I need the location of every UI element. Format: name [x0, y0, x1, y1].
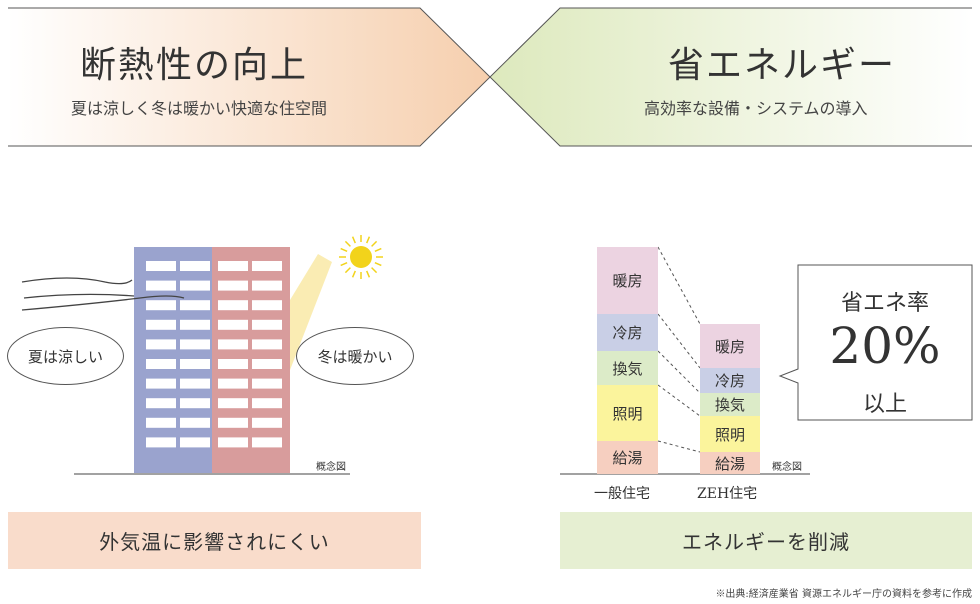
right-banner-subtitle: 高効率な設備・システムの導入	[644, 99, 868, 118]
building-window	[218, 437, 248, 448]
building-window	[252, 261, 282, 271]
building-window	[180, 261, 210, 271]
building-window	[252, 417, 282, 428]
callout-value: 20%	[829, 317, 941, 375]
building-window	[180, 339, 210, 350]
wind-lines-icon	[21, 277, 185, 311]
right-caption: エネルギーを削減	[682, 530, 850, 554]
callout-line1: 省エネ率	[840, 291, 929, 316]
sun-icon	[339, 235, 383, 279]
building-window	[180, 398, 210, 409]
general-segment-lighting: 照明	[597, 385, 658, 441]
building-window	[146, 378, 176, 389]
general-segment-hot-water: 給湯	[597, 441, 658, 474]
building-window	[180, 319, 210, 330]
general-segment-cooling: 冷房	[597, 314, 658, 351]
building-window	[218, 280, 248, 291]
building-window	[146, 417, 176, 428]
building-windows	[146, 261, 282, 448]
building-window	[180, 300, 210, 311]
general-segment-ventilation: 換気	[597, 351, 658, 385]
insulation-illustration	[21, 235, 383, 475]
energy-illustration	[560, 246, 973, 475]
building-window	[218, 378, 248, 389]
right-banner-title: 省エネルギー	[668, 45, 897, 86]
right-banner-shape	[490, 8, 972, 146]
building-window	[218, 339, 248, 350]
building-window	[146, 398, 176, 409]
building-window	[180, 280, 210, 291]
building-window	[252, 300, 282, 311]
zeh-segment-lighting: 照明	[700, 416, 760, 452]
left-caption-bar: 外気温に影響されにくい	[8, 512, 421, 569]
building-window	[218, 300, 248, 311]
source-footnote: ※出典:経済産業省 資源エネルギー庁の資料を参考に作成	[715, 589, 972, 600]
building-window	[218, 319, 248, 330]
summer-bubble: 夏は涼しい	[7, 327, 124, 385]
general-house-label: 一般住宅	[594, 486, 650, 502]
building-window	[180, 437, 210, 448]
zeh-segment-cooling: 冷房	[700, 368, 760, 393]
building-window	[146, 300, 176, 311]
zeh-segment-ventilation: 換気	[700, 393, 760, 416]
building-window	[146, 319, 176, 330]
building-window	[146, 437, 176, 448]
top-banners	[8, 7, 972, 147]
left-banner-title: 断熱性の向上	[80, 45, 309, 86]
building-window	[252, 319, 282, 330]
building-window	[146, 339, 176, 350]
callout-shape	[778, 264, 973, 421]
left-banner-shape	[8, 8, 490, 146]
building-window	[218, 359, 248, 369]
building-window	[252, 378, 282, 389]
summer-label: 夏は涼しい	[27, 347, 103, 366]
building-window	[146, 359, 176, 369]
building-window	[252, 398, 282, 409]
left-banner-subtitle: 夏は涼しく冬は暖かい快適な住空間	[71, 99, 328, 118]
building-window	[180, 378, 210, 389]
building-window	[180, 359, 210, 369]
right-banner-outline	[8, 7, 972, 147]
building-window	[252, 339, 282, 350]
building-window	[252, 437, 282, 448]
building-window	[252, 280, 282, 291]
winter-label: 冬は暖かい	[317, 347, 393, 366]
building-window	[218, 398, 248, 409]
building-window	[146, 261, 176, 271]
general-segment-heating: 暖房	[597, 247, 658, 314]
winter-bubble: 冬は暖かい	[296, 327, 414, 385]
building-window	[146, 280, 176, 291]
building-window	[218, 417, 248, 428]
building-window	[180, 417, 210, 428]
right-concept-label: 概念図	[772, 462, 802, 473]
zeh-house-label: ZEH住宅	[697, 486, 758, 502]
left-caption: 外気温に影響されにくい	[99, 530, 330, 554]
callout-line3: 以上	[862, 392, 907, 417]
building-window	[218, 261, 248, 271]
stack-connectors	[657, 246, 701, 453]
zeh-segment-hot-water: 給湯	[700, 452, 760, 474]
building-window	[252, 359, 282, 369]
right-caption-bar: エネルギーを削減	[560, 512, 972, 569]
zeh-segment-heating: 暖房	[700, 324, 760, 368]
sunlight-beam	[290, 254, 332, 370]
left-concept-label: 概念図	[316, 462, 346, 473]
